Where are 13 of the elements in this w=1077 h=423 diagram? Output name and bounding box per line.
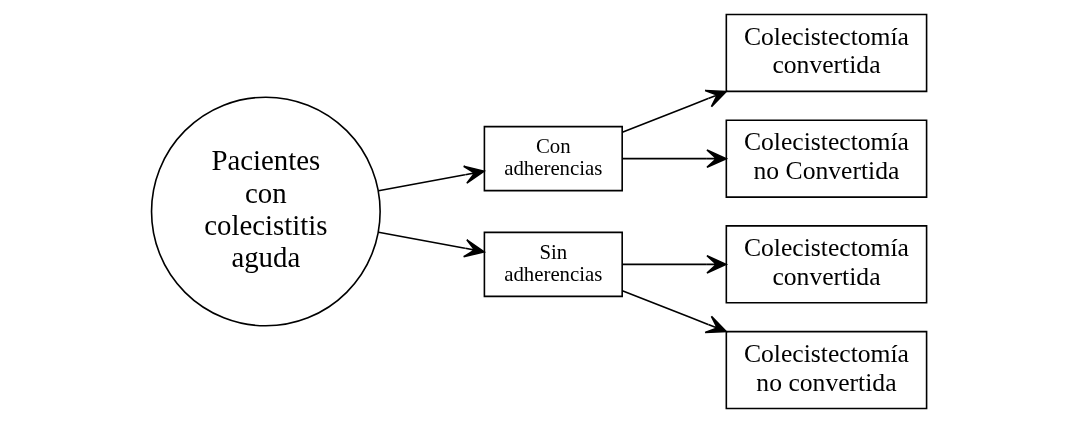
arrow — [621, 289, 727, 334]
arrow — [621, 149, 727, 169]
node-box: Con adherencias — [483, 125, 623, 192]
node-box: Colecistectomía no convertida — [725, 330, 927, 410]
arrow — [621, 254, 727, 274]
arrow — [621, 89, 727, 134]
node-box: Colecistectomía convertida — [725, 225, 927, 304]
node-box: Colecistectomía no Convertida — [725, 119, 927, 198]
node-box: Colecistectomía convertida — [725, 13, 927, 93]
node-circle: Pacientes con colecistitis aguda — [150, 96, 381, 327]
arrow — [377, 165, 485, 192]
arrow — [377, 231, 485, 258]
node-box: Sin adherencias — [483, 231, 623, 298]
